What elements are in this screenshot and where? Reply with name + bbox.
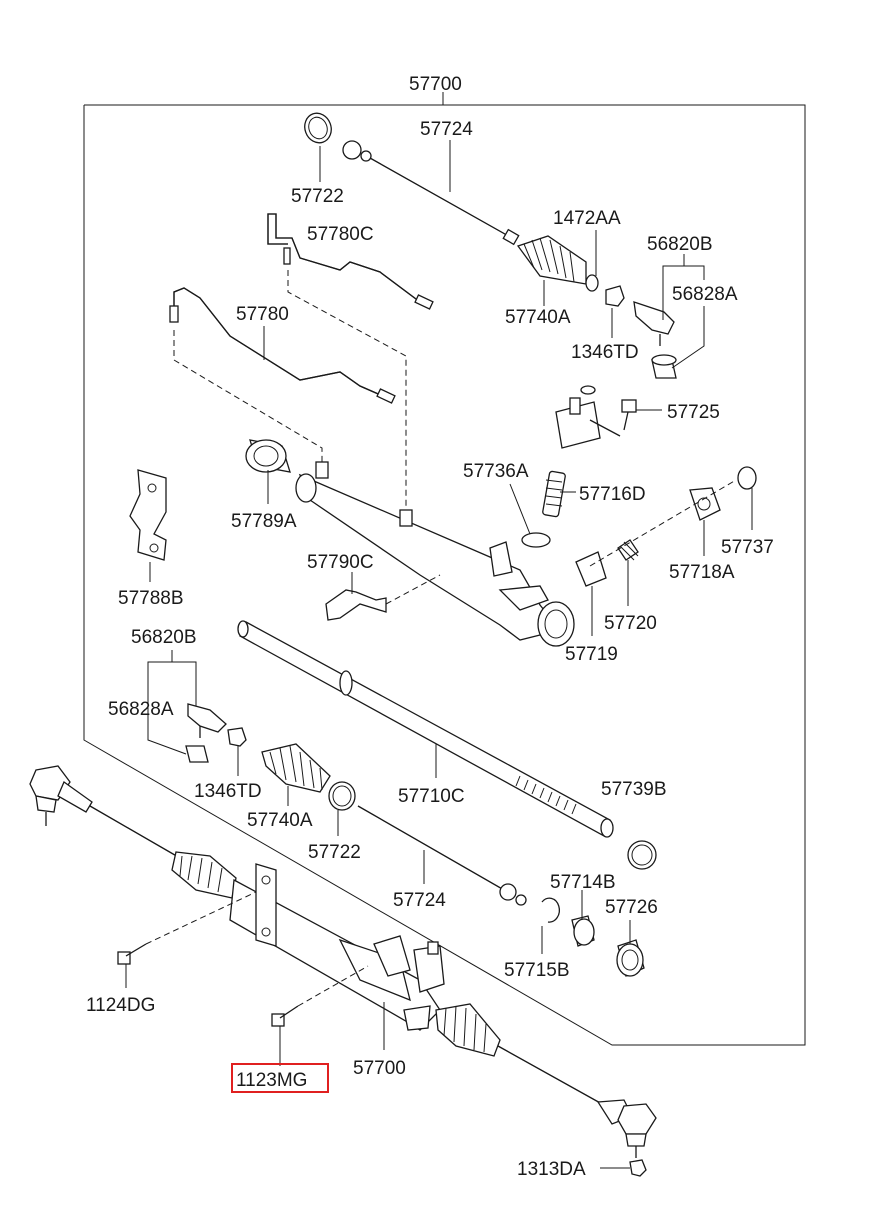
assembly-frame: [83, 104, 806, 1046]
nut-upper: [605, 285, 625, 307]
feed-pipe-57780C: [267, 213, 434, 310]
part-labels: 57700 57724 57722 57780C 1472AA 56820B 5…: [86, 74, 774, 1180]
nut-mid: [227, 727, 247, 747]
label-56820B-top: 56820B: [647, 234, 713, 255]
cap-57737: [737, 466, 757, 490]
label-57788B: 57788B: [118, 588, 184, 609]
label-57740A-top: 57740A: [505, 307, 571, 328]
highlight-box-1123MG: [231, 1063, 329, 1093]
bolt-57725: [621, 399, 637, 431]
inner-tie-rod-upper: [342, 140, 520, 246]
spring-57720: [617, 539, 639, 561]
label-57736A: 57736A: [463, 461, 529, 482]
outer-tie-rod-left: [29, 765, 181, 859]
clamp-57788B: [129, 469, 167, 561]
seal-57736A: [521, 532, 551, 548]
label-57725: 57725: [667, 402, 720, 423]
label-1472AA: 1472AA: [553, 208, 621, 229]
clamp-upper: [304, 112, 332, 144]
rack-housing-upper: [295, 461, 575, 647]
label-56828A-mid: 56828A: [108, 699, 174, 720]
label-57739B: 57739B: [601, 779, 667, 800]
feed-pipe-57780: [169, 287, 396, 404]
label-57700-bottom: 57700: [353, 1058, 406, 1079]
label-1124DG: 1124DG: [86, 995, 155, 1016]
label-57737: 57737: [721, 537, 774, 558]
yoke-57718A: [689, 487, 721, 521]
label-56820B-mid: 56820B: [131, 627, 197, 648]
label-57715B: 57715B: [504, 960, 570, 981]
rack-housing-lower: [229, 863, 445, 1031]
outer-tie-rod-right: [497, 1045, 657, 1158]
label-57719: 57719: [565, 644, 618, 665]
valve-housing: [555, 385, 621, 449]
label-56828A-top: 56828A: [672, 284, 738, 305]
bolt-1124DG: [117, 943, 147, 965]
label-57722-mid: 57722: [308, 842, 361, 863]
snap-ring-57715B: [541, 897, 560, 923]
label-57724-top: 57724: [420, 119, 473, 140]
label-57789A: 57789A: [231, 511, 297, 532]
bolt-1123MG: [271, 1005, 299, 1027]
boot-lower-left: [171, 851, 237, 899]
label-57710C: 57710C: [398, 786, 465, 807]
label-57726: 57726: [605, 897, 658, 918]
label-1123MG[interactable]: 1123MG: [236, 1070, 307, 1091]
plate-57719: [575, 551, 607, 587]
bush-57714B: [571, 915, 595, 947]
boot-lower-right: [435, 1003, 501, 1057]
label-1313DA: 1313DA: [517, 1159, 586, 1180]
label-1346TD-top: 1346TD: [571, 342, 639, 363]
adjust-plug-57716D: [542, 470, 566, 518]
label-57790C: 57790C: [307, 552, 374, 573]
label-57740A-mid: 57740A: [247, 810, 313, 831]
leader-lines: [125, 92, 753, 1169]
label-57722-top: 57722: [291, 186, 344, 207]
clip-1472AA: [585, 274, 599, 292]
tie-rod-end-mid: [185, 703, 227, 763]
bushing-57789A: [245, 439, 291, 473]
label-57780: 57780: [236, 304, 289, 325]
nut-1313DA: [629, 1159, 647, 1177]
boot-upper: [516, 235, 587, 285]
tie-rod-end-upper: [633, 301, 677, 379]
inner-tie-rod-mid: [357, 805, 527, 906]
label-57718A: 57718A: [669, 562, 735, 583]
label-1346TD-mid: 1346TD: [194, 781, 262, 802]
label-57780C: 57780C: [307, 224, 374, 245]
label-57716D: 57716D: [579, 484, 646, 505]
rack-bar-57710C: [237, 620, 614, 838]
boot-mid: [261, 743, 331, 793]
bracket-57790C: [325, 589, 387, 621]
label-57724-mid: 57724: [393, 890, 446, 911]
label-57720: 57720: [604, 613, 657, 634]
bush-57726: [616, 939, 645, 977]
label-57714B: 57714B: [550, 872, 616, 893]
label-57700-top: 57700: [409, 74, 462, 95]
